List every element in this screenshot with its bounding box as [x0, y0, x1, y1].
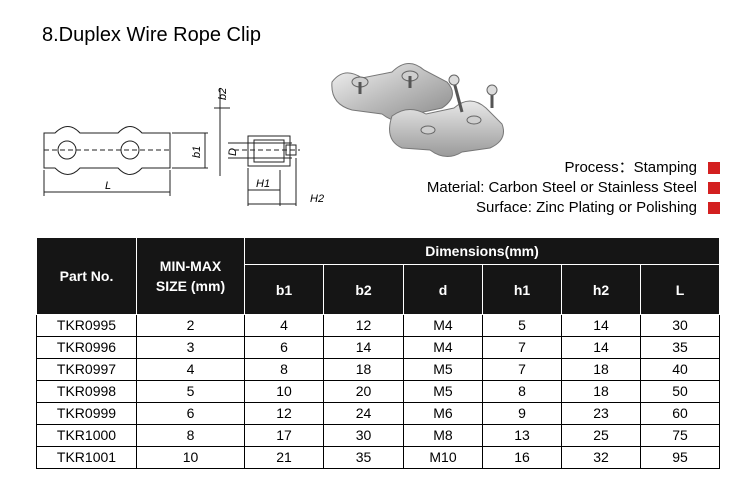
cell-d: M5 [403, 358, 483, 381]
cell-b2: 12 [323, 314, 404, 337]
cell-L: 75 [639, 424, 721, 447]
dim-label-L: L [105, 180, 111, 192]
cell-part: TKR0999 [36, 402, 137, 425]
spec-process: Process：Stamping [427, 158, 720, 178]
cell-b1: 4 [244, 314, 324, 337]
page-title: 8.Duplex Wire Rope Clip [42, 24, 261, 46]
cell-b2: 24 [323, 402, 404, 425]
spec-material: Material: Carbon Steel or Stainless Stee… [427, 178, 720, 198]
spec-material-text: Material: Carbon Steel or Stainless Stee… [426, 179, 697, 196]
header-part-no: Part No. [36, 237, 137, 315]
cell-h1: 13 [482, 424, 562, 447]
cell-h1: 5 [482, 314, 562, 337]
cell-part: TKR0995 [36, 314, 137, 337]
cell-b1: 17 [244, 424, 324, 447]
cell-b1: 12 [244, 402, 324, 425]
cell-h1: 8 [482, 380, 562, 403]
red-square-icon [708, 182, 720, 194]
cell-h1: 7 [482, 358, 562, 381]
product-photo [331, 63, 504, 157]
cell-size: 8 [136, 424, 245, 447]
cell-b1: 10 [244, 380, 324, 403]
cell-h2: 32 [561, 446, 641, 469]
cell-h2: 18 [561, 358, 641, 381]
header-h1: h1 [482, 264, 562, 315]
cell-b1: 21 [244, 446, 324, 469]
spec-surface-text: Surface: Zinc Plating or Polishing [476, 199, 697, 216]
cell-size: 3 [136, 336, 245, 359]
cell-b2: 14 [323, 336, 404, 359]
cell-b2: 18 [323, 358, 404, 381]
cell-part: TKR1001 [36, 446, 137, 469]
cell-h2: 14 [561, 314, 641, 337]
header-b2: b2 [323, 264, 404, 315]
cell-b1: 8 [244, 358, 324, 381]
cell-h1: 7 [482, 336, 562, 359]
cell-L: 40 [639, 358, 721, 381]
dim-label-H2: H2 [310, 193, 324, 205]
red-square-icon [708, 202, 720, 214]
spec-process-text: Process：Stamping [564, 159, 697, 176]
cell-h2: 25 [561, 424, 641, 447]
cell-b2: 30 [323, 424, 404, 447]
cell-size: 4 [136, 358, 245, 381]
dim-label-D: D [227, 148, 239, 156]
dim-label-b2: b2 [217, 88, 229, 100]
header-L: L [639, 264, 721, 315]
cell-L: 30 [639, 314, 721, 337]
cell-d: M5 [403, 380, 483, 403]
cell-size: 2 [136, 314, 245, 337]
cell-part: TKR0998 [36, 380, 137, 403]
header-dimensions: Dimensions(mm) [243, 237, 721, 265]
cell-part: TKR0996 [36, 336, 137, 359]
dim-label-H1: H1 [256, 178, 270, 190]
cell-L: 60 [639, 402, 721, 425]
cell-d: M4 [403, 314, 483, 337]
cell-L: 35 [639, 336, 721, 359]
cell-d: M4 [403, 336, 483, 359]
cell-d: M10 [403, 446, 483, 469]
cell-h1: 9 [482, 402, 562, 425]
dimensions-table: Part No. MIN-MAX SIZE (mm) Dimensions(mm… [36, 237, 721, 469]
cell-h2: 23 [561, 402, 641, 425]
cell-b1: 6 [244, 336, 324, 359]
cell-size: 10 [136, 446, 245, 469]
cell-d: M8 [403, 424, 483, 447]
specs-list: Process：Stamping Material: Carbon Steel … [427, 158, 720, 218]
cell-size: 6 [136, 402, 245, 425]
cell-h1: 16 [482, 446, 562, 469]
cell-L: 50 [639, 380, 721, 403]
cell-h2: 14 [561, 336, 641, 359]
header-size: MIN-MAX SIZE (mm) [136, 237, 245, 315]
dim-label-b1: b1 [191, 146, 203, 158]
cell-L: 95 [639, 446, 721, 469]
cell-h2: 18 [561, 380, 641, 403]
cell-d: M6 [403, 402, 483, 425]
cell-b2: 20 [323, 380, 404, 403]
cell-part: TKR0997 [36, 358, 137, 381]
red-square-icon [708, 162, 720, 174]
technical-drawing: L b1 b2 D H1 H2 [43, 88, 324, 206]
header-d: d [403, 264, 483, 315]
cell-part: TKR1000 [36, 424, 137, 447]
header-h2: h2 [561, 264, 641, 315]
cell-b2: 35 [323, 446, 404, 469]
header-b1: b1 [244, 264, 324, 315]
cell-size: 5 [136, 380, 245, 403]
spec-surface: Surface: Zinc Plating or Polishing [427, 198, 720, 218]
